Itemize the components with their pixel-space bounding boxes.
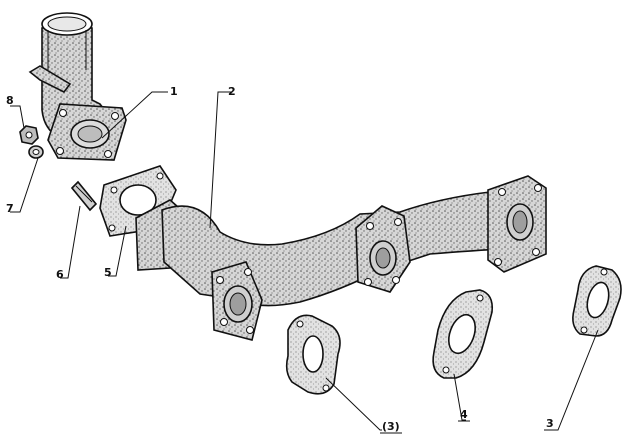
callout-3-parenthesized: (3) <box>382 420 400 433</box>
callout-labels: 1 2 3 (3) 4 5 6 7 8 <box>6 85 554 433</box>
leader-3p <box>325 377 382 431</box>
exhaust-manifold-part <box>135 175 547 341</box>
gasket-lower-left-part <box>285 314 341 395</box>
leader-5 <box>108 225 127 277</box>
gasket-middle-part <box>432 289 494 379</box>
callout-2: 2 <box>228 85 236 98</box>
leader-6 <box>60 205 81 279</box>
leader-2 <box>209 91 232 229</box>
leader-3 <box>552 329 599 431</box>
leader-1 <box>101 91 168 139</box>
callout-7: 7 <box>6 202 14 215</box>
gasket-right-part <box>572 265 622 337</box>
stud-part <box>70 180 98 212</box>
leader-4 <box>453 373 466 421</box>
elbow-outlet-part <box>28 12 127 161</box>
leader-8 <box>10 105 25 129</box>
callout-6: 6 <box>56 268 64 281</box>
callout-5: 5 <box>104 266 112 279</box>
callout-1: 1 <box>170 85 178 98</box>
callout-8: 8 <box>6 94 14 107</box>
washer-part <box>28 145 44 159</box>
callout-underlines <box>380 420 556 434</box>
callout-4: 4 <box>460 408 468 421</box>
nut-part <box>19 125 39 145</box>
leader-7 <box>10 157 39 213</box>
callout-3: 3 <box>546 417 554 430</box>
